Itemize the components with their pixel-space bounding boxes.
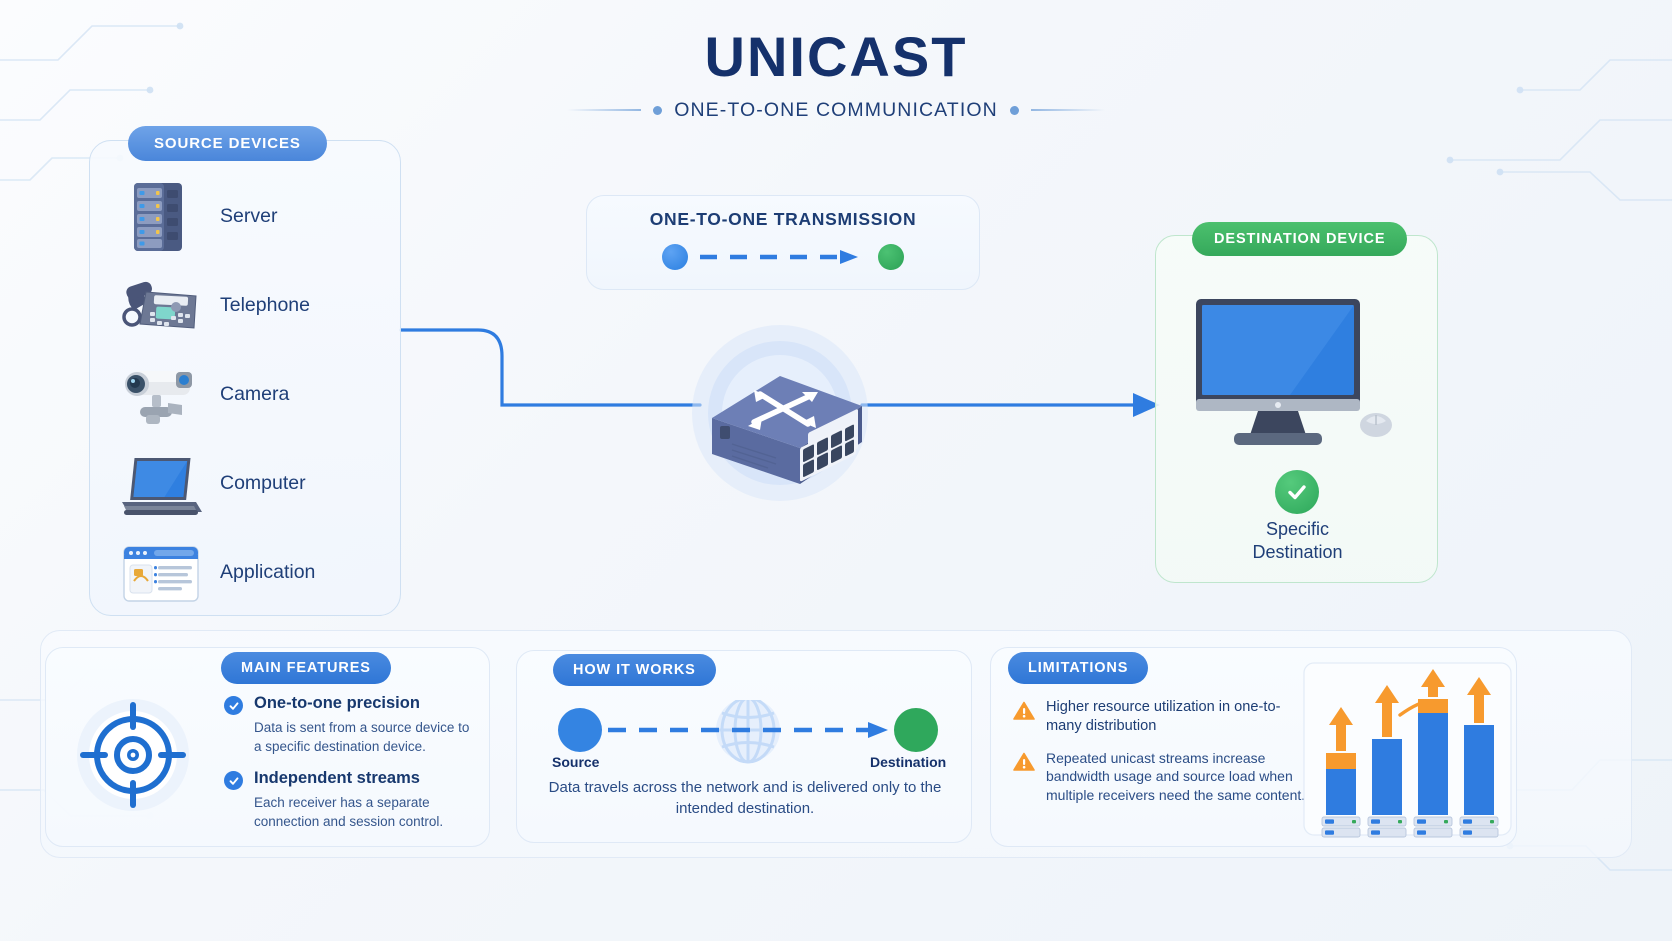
limitations-badge: LIMITATIONS [1008,652,1149,684]
how-it-works-badge: HOW IT WORKS [553,654,716,686]
subtitle-dot-right [1009,105,1019,115]
list-item[interactable]: Server [110,172,410,261]
source-devices-badge: SOURCE DEVICES [128,126,327,161]
source-device-list: Server Telephone [110,172,410,617]
subtitle-line-left [567,109,642,112]
feature-description: Each receiver has a separate connection … [254,794,444,830]
main-features-badge: MAIN FEATURES [221,652,391,684]
one-to-one-transmission-box: ONE-TO-ONE TRANSMISSION [586,195,980,290]
source-node-dot [662,244,688,270]
list-item[interactable]: Application [110,528,410,617]
list-item[interactable]: Telephone [110,261,410,350]
subtitle-line-right [1030,109,1105,112]
laptop-icon [110,444,206,524]
subtitle-dot-left [653,105,663,115]
destination-label-line1: Specific [1265,519,1330,539]
list-item[interactable]: Repeated unicast streams increase bandwi… [1013,749,1313,805]
target-crosshair-icon [62,693,204,817]
source-device-label: Application [220,561,316,583]
destination-node-dot [878,244,904,270]
page-header: UNICAST ONE-TO-ONE COMMUNICATION [0,25,1672,122]
limitation-text: Higher resource utilization in one-to-ma… [1046,699,1281,735]
desktop-monitor-icon [1190,295,1405,455]
subtitle-row: ONE-TO-ONE COMMUNICATION [0,99,1672,122]
limitation-text: Repeated unicast streams increase bandwi… [1046,749,1306,804]
main-features-list: One-to-one precision Data is sent from a… [224,694,474,844]
list-item[interactable]: Independent streams Each receiver has a … [224,769,474,831]
source-device-label: Telephone [220,294,310,316]
rising-bar-chart-icon [1300,655,1515,840]
page-title: UNICAST [704,25,968,88]
list-item[interactable]: Camera [110,350,410,439]
check-circle-icon [1275,470,1319,514]
list-item[interactable]: One-to-one precision Data is sent from a… [224,694,474,756]
application-window-icon [110,533,206,613]
check-icon [224,771,243,791]
destination-label-line2: Destination [1252,541,1343,562]
source-device-label: Computer [220,472,306,494]
limitations-list: Higher resource utilization in one-to-ma… [1013,698,1313,817]
list-item[interactable]: Computer [110,439,410,528]
source-label: Source [552,754,600,770]
feature-body: One-to-one precision Data is sent from a… [254,694,474,756]
camera-icon [110,355,206,435]
how-it-works-caption: Data travels across the network and is d… [548,779,942,817]
transmission-title: ONE-TO-ONE TRANSMISSION [649,209,917,229]
source-device-label: Camera [220,383,290,405]
feature-title: One-to-one precision [254,694,420,712]
destination-device-badge: DESTINATION DEVICE [1192,222,1408,256]
page-subtitle: ONE-TO-ONE COMMUNICATION [674,98,998,121]
warning-triangle-icon [1013,701,1035,721]
warning-triangle-icon [1013,752,1035,772]
feature-title: Independent streams [254,769,420,788]
check-icon [224,696,243,715]
how-it-works-flow: Source Destination [548,696,948,772]
source-device-label: Server [220,205,278,227]
dashed-arrow-icon [700,250,858,264]
transmission-flow [587,244,979,270]
network-switch-icon [650,318,910,508]
list-item[interactable]: Higher resource utilization in one-to-ma… [1013,698,1313,737]
destination-label: Destination [870,754,947,770]
feature-description: Data is sent from a source device to a s… [254,719,470,754]
destination-label: Specific Destination [1180,518,1415,563]
feature-body: Independent streams Each receiver has a … [254,769,474,831]
server-icon [110,177,206,257]
telephone-icon [110,266,206,346]
